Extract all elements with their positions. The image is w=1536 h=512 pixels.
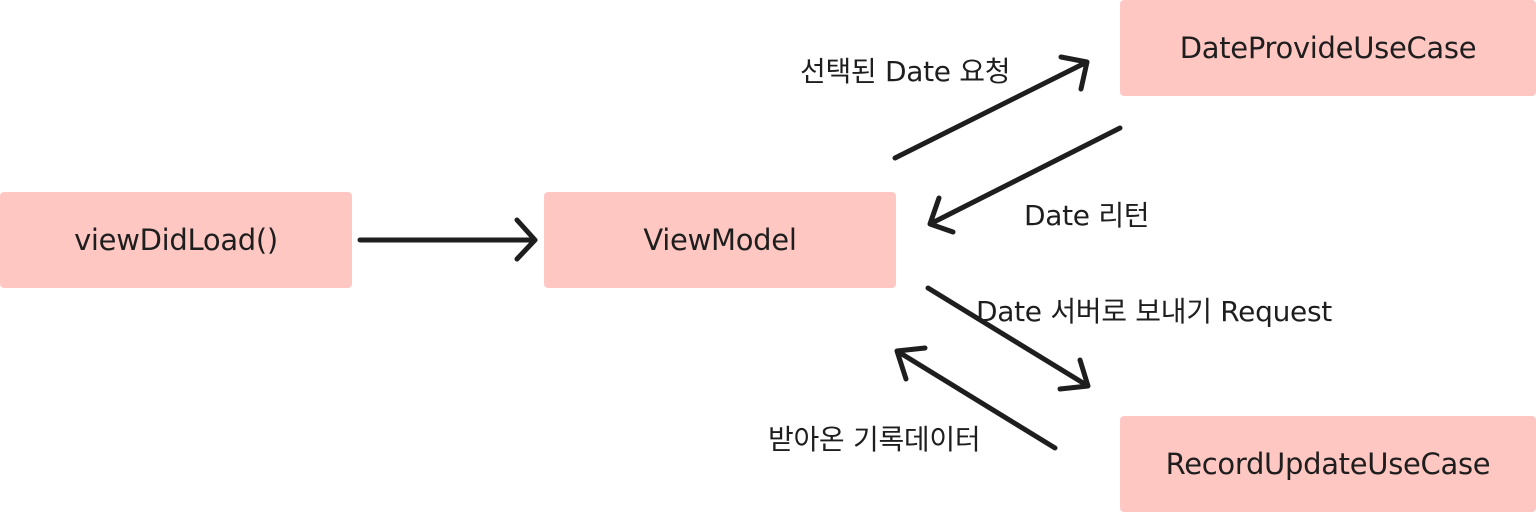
edge-label-date-return: Date 리턴 (1024, 199, 1150, 232)
edge-label-send-date-to-server: Date 서버로 보내기 Request (976, 295, 1332, 328)
node-viewdidload[interactable]: viewDidLoad() (0, 192, 352, 288)
node-viewdidload-label: viewDidLoad() (74, 223, 278, 257)
node-dateprovideusecase-label: DateProvideUseCase (1179, 31, 1477, 65)
edge-label-request-selected-date: 선택된 Date 요청 (800, 55, 1011, 88)
node-recordupdateusecase-label: RecordUpdateUseCase (1165, 447, 1491, 481)
node-viewmodel-label: ViewModel (643, 223, 797, 257)
node-viewmodel[interactable]: ViewModel (544, 192, 896, 288)
node-recordupdateusecase[interactable]: RecordUpdateUseCase (1120, 416, 1536, 512)
arrow-viewdidload-to-viewmodel (357, 217, 538, 262)
node-dateprovideusecase[interactable]: DateProvideUseCase (1120, 0, 1536, 96)
edge-label-received-record-data: 받아온 기록데이터 (768, 423, 981, 456)
